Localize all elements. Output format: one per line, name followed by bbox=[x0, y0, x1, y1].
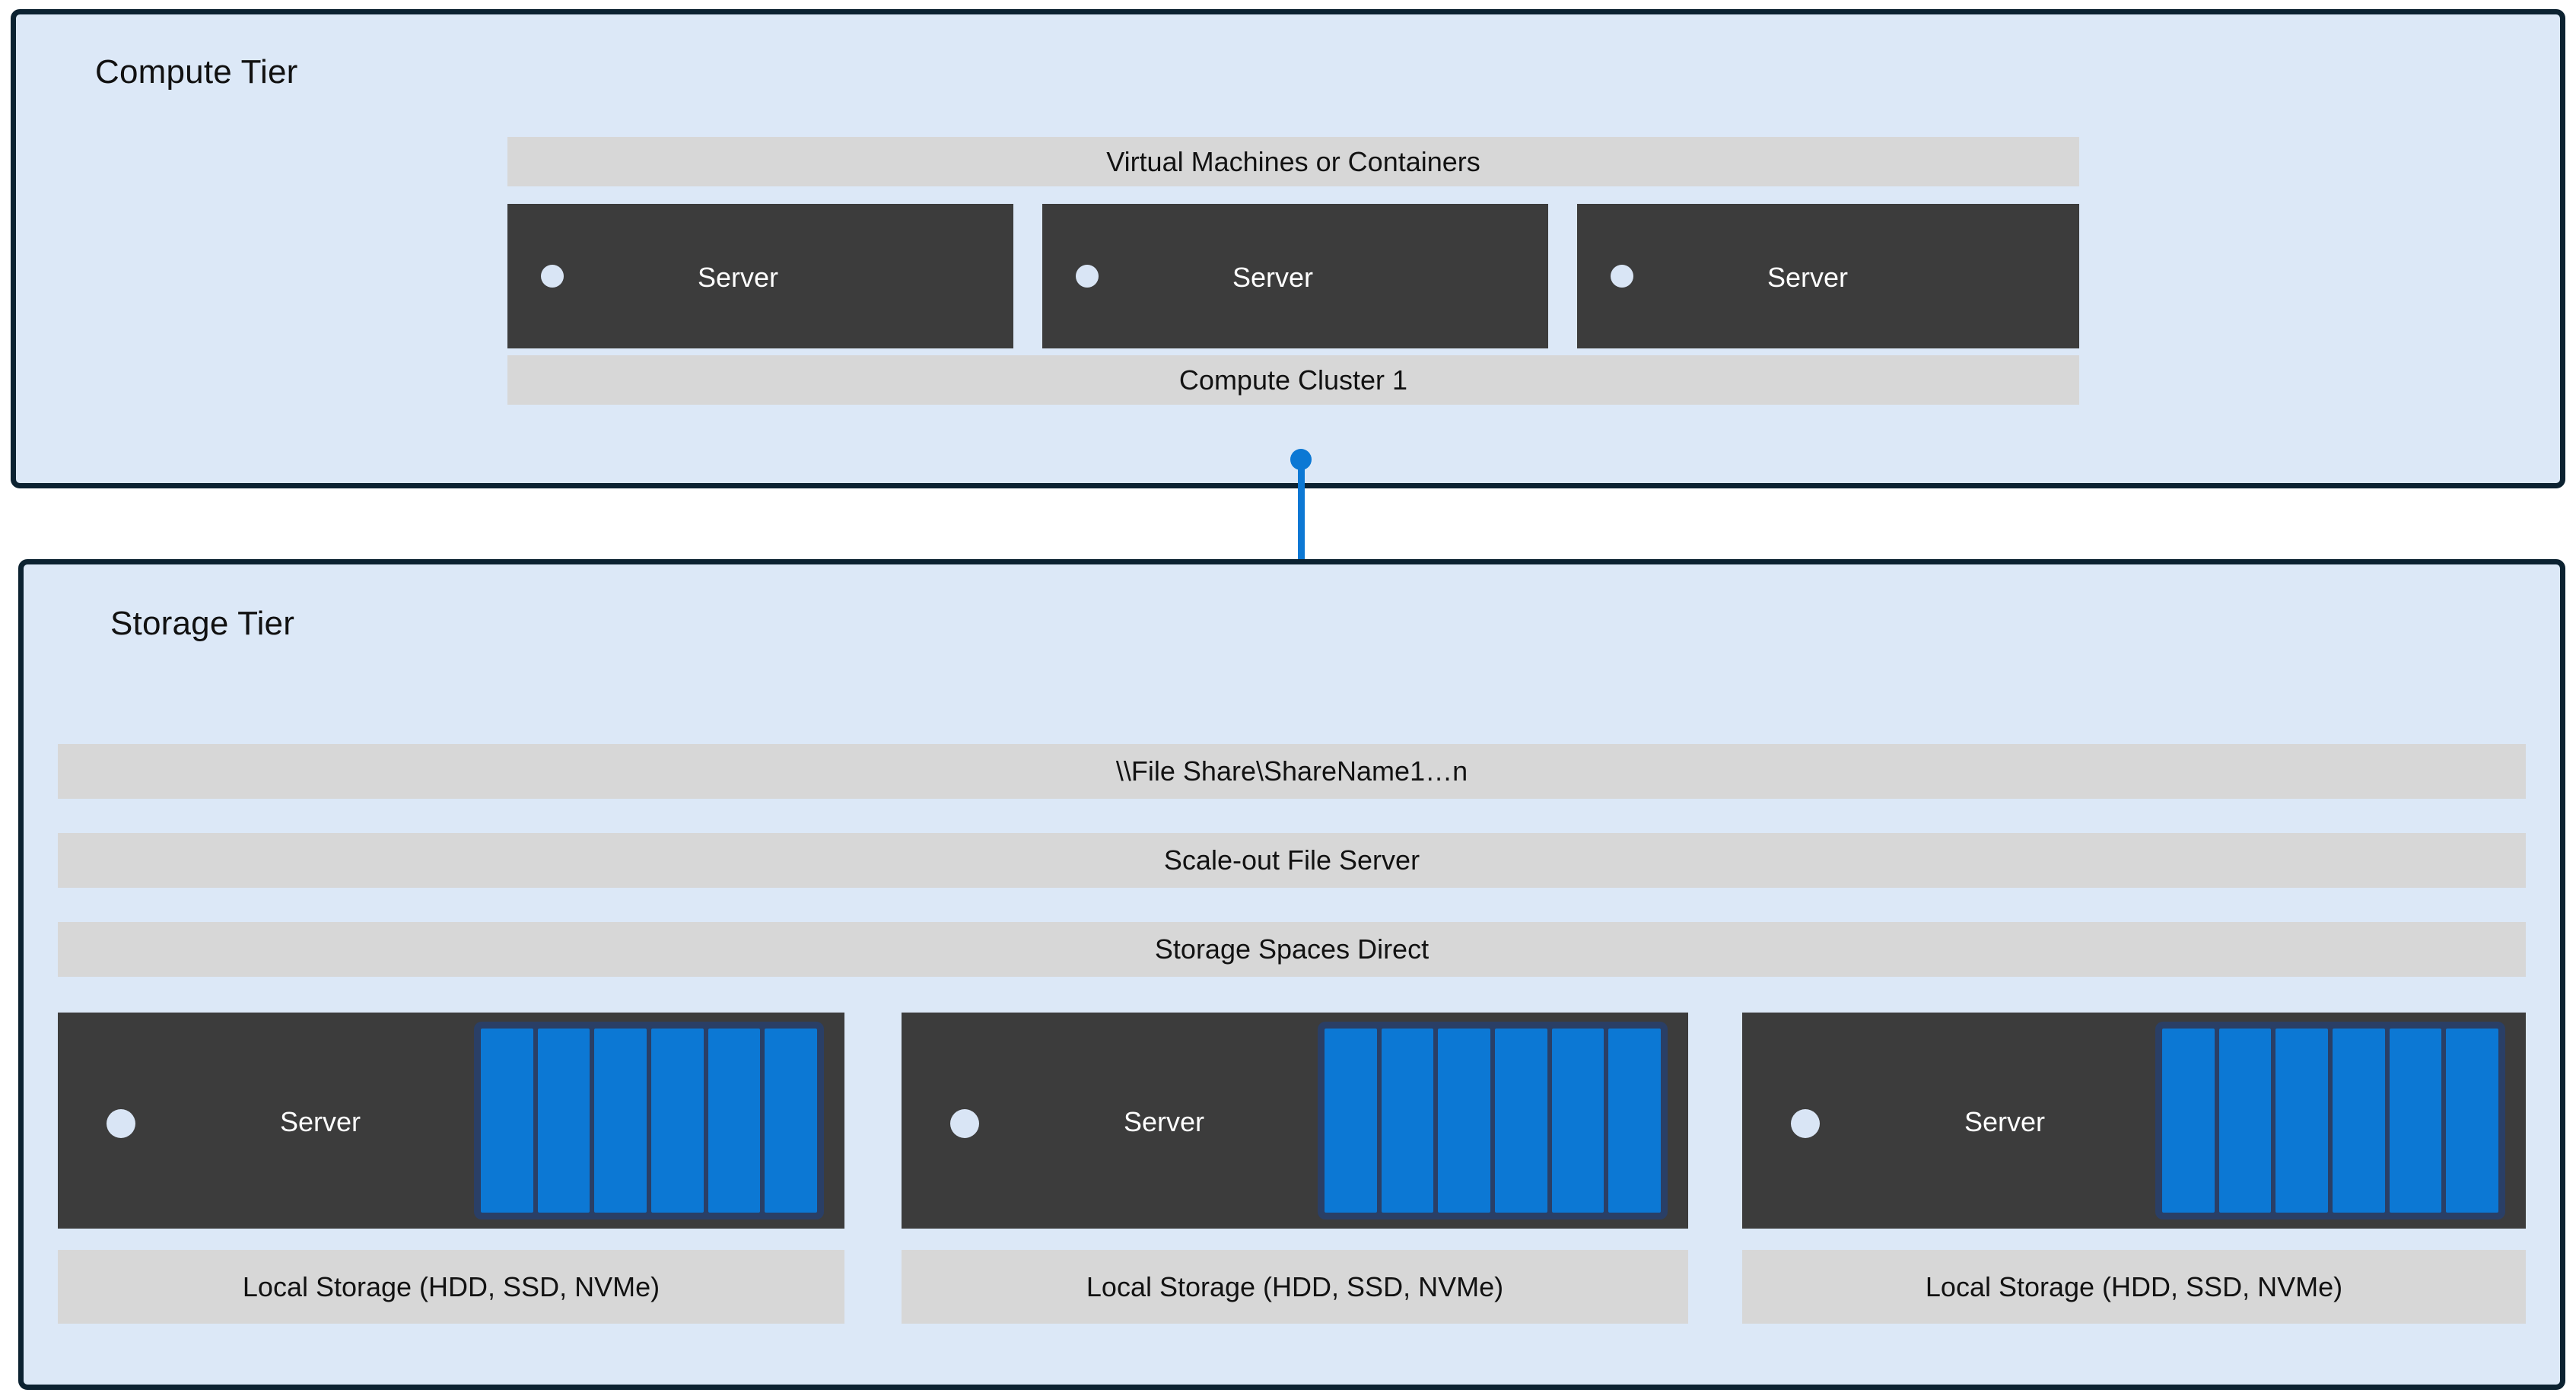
server-status-dot-icon bbox=[1076, 265, 1099, 288]
storage-server-1-drive-bay bbox=[474, 1022, 824, 1219]
storage-server-1[interactable]: Server bbox=[58, 1013, 844, 1229]
compute-vm-band-label: Virtual Machines or Containers bbox=[1106, 145, 1480, 177]
drive-bar bbox=[708, 1029, 761, 1213]
storage-server-2[interactable]: Server bbox=[902, 1013, 1688, 1229]
drive-bar bbox=[651, 1029, 704, 1213]
storage-server-1-label: Server bbox=[280, 1106, 361, 1137]
drive-bar bbox=[1381, 1029, 1434, 1213]
drive-bar bbox=[2389, 1029, 2442, 1213]
storage-server-2-drive-bay bbox=[1318, 1022, 1668, 1219]
storage-band-storage-spaces-direct: Storage Spaces Direct bbox=[58, 922, 2526, 977]
drive-bar bbox=[2275, 1029, 2329, 1213]
drive-bar bbox=[1495, 1029, 1547, 1213]
server-status-dot-icon bbox=[1791, 1109, 1820, 1138]
storage-band-storage-spaces-direct-label: Storage Spaces Direct bbox=[1154, 933, 1430, 965]
server-status-dot-icon bbox=[950, 1109, 979, 1138]
drive-bar bbox=[1551, 1029, 1604, 1213]
compute-server-3[interactable]: Server bbox=[1577, 204, 2079, 348]
storage-band-scale-out-file-server: Scale-out File Server bbox=[58, 833, 2526, 888]
storage-server-2-label: Server bbox=[1124, 1106, 1205, 1137]
drive-bar bbox=[594, 1029, 647, 1213]
storage-local-storage-label-3: Local Storage (HDD, SSD, NVMe) bbox=[1925, 1270, 2343, 1302]
storage-server-3-label: Server bbox=[1964, 1106, 2046, 1137]
compute-tier-title: Compute Tier bbox=[95, 53, 298, 91]
storage-local-storage-band-2: Local Storage (HDD, SSD, NVMe) bbox=[902, 1250, 1688, 1324]
compute-server-2[interactable]: Server bbox=[1042, 204, 1548, 348]
drive-bar bbox=[481, 1029, 533, 1213]
drive-bar bbox=[765, 1029, 818, 1213]
compute-cluster-band: Compute Cluster 1 bbox=[507, 355, 2079, 405]
compute-server-2-label: Server bbox=[1232, 262, 1314, 293]
drive-bar bbox=[1438, 1029, 1491, 1213]
storage-tier-title: Storage Tier bbox=[110, 605, 295, 642]
compute-server-1[interactable]: Server bbox=[507, 204, 1013, 348]
storage-server-3[interactable]: Server bbox=[1742, 1013, 2526, 1229]
drive-bar bbox=[537, 1029, 590, 1213]
compute-cluster-band-label: Compute Cluster 1 bbox=[1178, 364, 1408, 396]
drive-bar bbox=[2162, 1029, 2215, 1213]
connector-line bbox=[1298, 455, 1305, 596]
drive-bar bbox=[2333, 1029, 2385, 1213]
storage-local-storage-label-2: Local Storage (HDD, SSD, NVMe) bbox=[1086, 1270, 1504, 1302]
server-status-dot-icon bbox=[107, 1109, 135, 1138]
server-status-dot-icon bbox=[1611, 265, 1633, 288]
storage-local-storage-label-1: Local Storage (HDD, SSD, NVMe) bbox=[242, 1270, 660, 1302]
storage-server-3-drive-bay bbox=[2155, 1022, 2505, 1219]
storage-band-file-share-label: \\File Share\ShareName1…n bbox=[1115, 755, 1468, 787]
storage-band-file-share: \\File Share\ShareName1…n bbox=[58, 744, 2526, 799]
server-status-dot-icon bbox=[541, 265, 564, 288]
compute-server-1-label: Server bbox=[698, 262, 779, 293]
storage-band-scale-out-file-server-label: Scale-out File Server bbox=[1163, 844, 1420, 876]
drive-bar bbox=[1325, 1029, 1377, 1213]
drive-bar bbox=[2218, 1029, 2272, 1213]
compute-vm-band: Virtual Machines or Containers bbox=[507, 137, 2079, 186]
storage-local-storage-band-3: Local Storage (HDD, SSD, NVMe) bbox=[1742, 1250, 2526, 1324]
drive-bar bbox=[2446, 1029, 2499, 1213]
storage-local-storage-band-1: Local Storage (HDD, SSD, NVMe) bbox=[58, 1250, 844, 1324]
drive-bar bbox=[1608, 1029, 1662, 1213]
compute-server-3-label: Server bbox=[1767, 262, 1849, 293]
